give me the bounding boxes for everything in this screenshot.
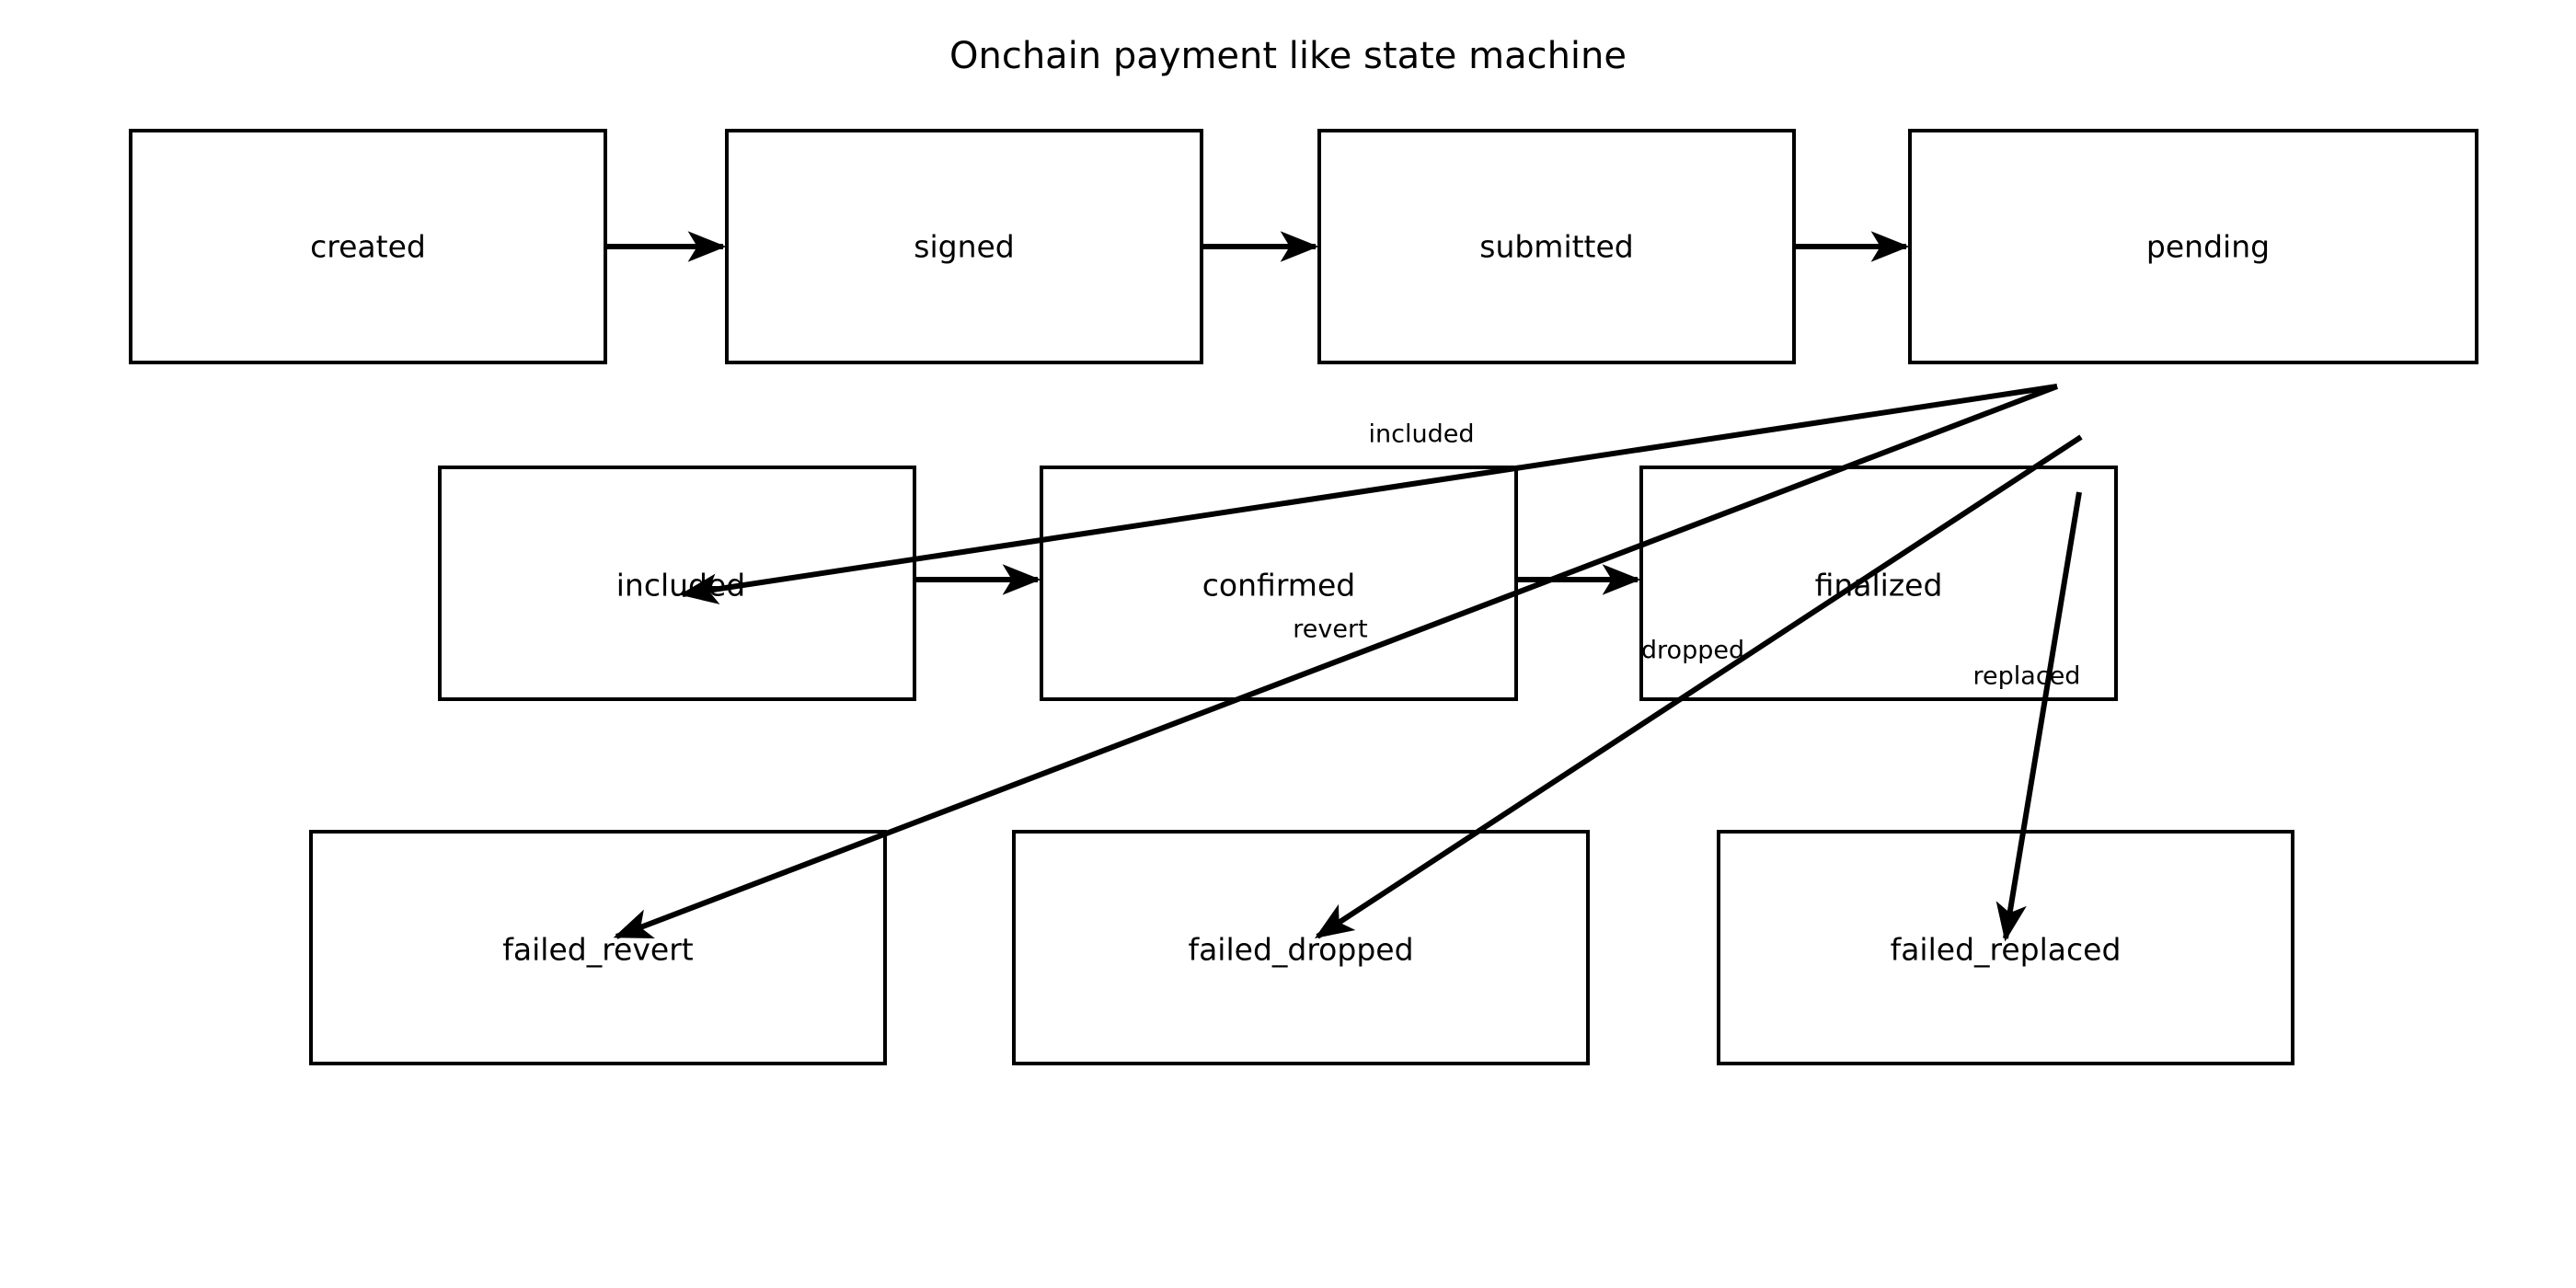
state-node-signed[interactable] <box>725 129 1203 364</box>
state-label-created: created <box>310 228 426 265</box>
state-node-included[interactable] <box>438 466 916 701</box>
state-node-pending[interactable] <box>1908 129 2478 364</box>
state-label-signed: signed <box>914 228 1015 265</box>
state-node-submitted[interactable] <box>1317 129 1796 364</box>
state-label-submitted: submitted <box>1479 228 1634 265</box>
edge-finalized-failed-replaced <box>1995 491 2082 942</box>
edge-confirmed-failed-revert <box>613 384 2059 939</box>
state-label-confirmed: confirmed <box>1202 567 1356 604</box>
state-label-failed_dropped: failed_dropped <box>1188 931 1414 968</box>
state-node-failed_revert[interactable] <box>309 830 887 1065</box>
edge-label-finalized-failed-replaced: replaced <box>1972 661 2081 691</box>
edge-pending-included <box>679 384 2058 604</box>
state-label-included: included <box>615 567 746 604</box>
page-title: Onchain payment like state machine <box>949 35 1627 77</box>
state-label-pending: pending <box>2145 228 2271 265</box>
state-node-created[interactable] <box>129 129 607 364</box>
state-node-confirmed[interactable] <box>1040 466 1518 701</box>
state-label-failed_revert: failed_revert <box>502 931 694 968</box>
edge-label-finalized-failed-dropped: dropped <box>1640 636 1745 665</box>
state-label-failed_replaced: failed_replaced <box>1890 931 2122 968</box>
edge-label-confirmed-failed-revert: revert <box>1293 615 1368 644</box>
state-label-finalized: finalized <box>1814 567 1943 604</box>
state-node-finalized[interactable] <box>1639 466 2118 701</box>
state-node-failed_replaced[interactable] <box>1717 830 2294 1065</box>
edge-label-pending-included: included <box>1368 420 1475 449</box>
edge-finalized-failed-dropped <box>1314 434 2083 939</box>
state-node-failed_dropped[interactable] <box>1012 830 1590 1065</box>
